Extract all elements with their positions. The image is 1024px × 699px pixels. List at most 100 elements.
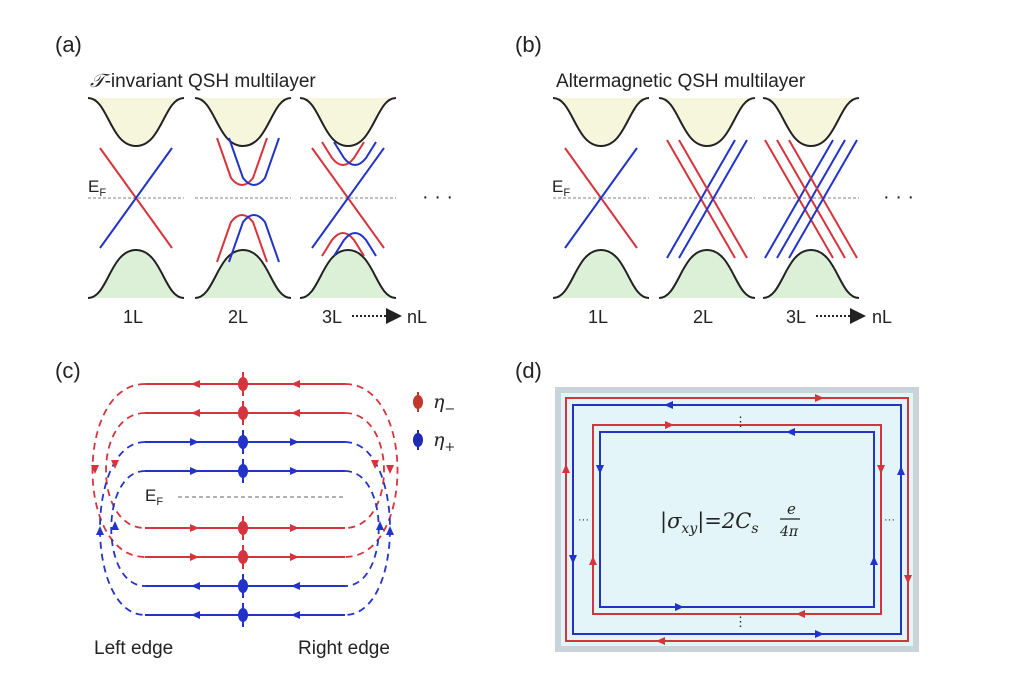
valence-band-fill xyxy=(763,250,859,298)
spin-marker xyxy=(238,550,248,564)
vertical-dots-bottom: ⋮ xyxy=(734,614,747,629)
loop-arrow-3 xyxy=(904,575,912,584)
layer-label-1L-a: 1L xyxy=(123,307,143,327)
formula-numerator: e xyxy=(787,500,796,518)
band-box-2L xyxy=(194,97,292,299)
valence-band-fill xyxy=(195,250,291,298)
dashed-arc-red-inner-left xyxy=(105,412,146,529)
panel-a-label: (a) xyxy=(55,32,82,57)
spin-marker xyxy=(238,608,248,622)
loop-arrow-12 xyxy=(786,428,795,436)
eta-plus-label: η+ xyxy=(433,429,455,455)
lower-branch-0 xyxy=(216,214,268,263)
fermi-level-label-a: EF xyxy=(88,177,106,199)
conduction-band-fill xyxy=(300,98,396,146)
edge-state-diagram xyxy=(91,372,399,627)
band-diagrams-b xyxy=(552,97,860,299)
spin-marker xyxy=(238,406,248,420)
channel-arrow-0 xyxy=(190,524,199,532)
panel-a-title-text: -invariant QSH multilayer xyxy=(105,71,317,92)
conduction-band xyxy=(762,97,860,148)
valence-band xyxy=(87,248,185,299)
edge-state-blue xyxy=(99,147,173,249)
panel-b-label: (b) xyxy=(515,32,542,57)
conduction-band-fill xyxy=(195,98,291,146)
conduction-band-fill xyxy=(553,98,649,146)
arc-arrow-0 xyxy=(91,465,99,474)
band-box-2L xyxy=(658,97,756,299)
band-box-1L xyxy=(552,97,650,299)
panel-c-label: (c) xyxy=(55,358,81,383)
loop-arrow-2 xyxy=(562,464,570,473)
arc-arrow-4 xyxy=(96,526,104,535)
edge-channel-0 xyxy=(145,372,345,396)
valence-band xyxy=(194,248,292,299)
band-diagrams-a xyxy=(87,97,397,299)
channel-arrow-0 xyxy=(190,553,199,561)
channel-arrow-0 xyxy=(191,409,200,417)
loop-arrow-9 xyxy=(796,610,805,618)
edge-channel-4 xyxy=(145,516,345,540)
formula-main: |σxy|=2Cs xyxy=(660,509,759,537)
eta-minus-label: η− xyxy=(433,391,455,417)
panel-c: (c) EF η− η+ Left edge Right edge xyxy=(55,358,455,659)
loop-arrow-14 xyxy=(596,465,604,474)
arc-arrow-3 xyxy=(371,460,379,469)
edge-channel-1 xyxy=(145,401,345,425)
band-box-3L xyxy=(762,97,860,299)
lower-branch-0 xyxy=(321,232,365,257)
edge-loop-1 xyxy=(572,404,902,635)
valence-band-fill xyxy=(88,250,184,298)
loop-arrow-6 xyxy=(569,555,577,564)
fermi-level-label-b: EF xyxy=(552,177,570,199)
channel-arrow-1 xyxy=(291,611,300,619)
vertical-dots-top: ⋮ xyxy=(734,414,747,429)
eta-plus-marker xyxy=(413,430,423,450)
layer-label-1L-b: 1L xyxy=(588,307,608,327)
channel-arrow-0 xyxy=(191,380,200,388)
channel-arrow-1 xyxy=(290,524,299,532)
band-box-3L xyxy=(299,97,397,299)
conduction-band xyxy=(552,97,650,148)
edge-state-blue-1 xyxy=(678,139,748,259)
conduction-band xyxy=(299,97,397,148)
layer-label-nL-a: nL xyxy=(407,307,427,327)
loop-arrow-5 xyxy=(815,630,824,638)
loop-arrow-10 xyxy=(589,556,597,565)
layer-label-nL-b: nL xyxy=(872,307,892,327)
upper-branch-0 xyxy=(216,137,268,186)
conduction-band-fill xyxy=(88,98,184,146)
hall-conductance-formula: |σxy|=2Cs e 4π xyxy=(660,500,800,540)
spin-marker xyxy=(238,579,248,593)
conduction-band xyxy=(658,97,756,148)
lower-branch-1 xyxy=(228,214,280,263)
channel-arrow-1 xyxy=(290,438,299,446)
channel-arrow-1 xyxy=(291,380,300,388)
layer-label-3L-b: 3L xyxy=(786,307,806,327)
spin-marker xyxy=(238,435,248,449)
panel-b-title: Altermagnetic QSH multilayer xyxy=(556,71,806,92)
spin-marker xyxy=(238,464,248,478)
right-edge-label: Right edge xyxy=(298,638,390,659)
valence-band-fill xyxy=(553,250,649,298)
edge-channel-5 xyxy=(145,545,345,569)
layer-label-3L-a: 3L xyxy=(322,307,342,327)
upper-branch-1 xyxy=(228,137,280,186)
panel-a: (a) 𝒯-invariant QSH multilayer EF · · · … xyxy=(55,32,453,327)
edge-loop-0 xyxy=(565,397,909,642)
edge-channel-7 xyxy=(145,603,345,627)
channel-arrow-0 xyxy=(191,582,200,590)
dashed-arc-blue-inner-left xyxy=(110,470,146,587)
loop-arrow-11 xyxy=(877,465,885,474)
edge-loop-3 xyxy=(599,431,875,608)
layer-label-2L-b: 2L xyxy=(693,307,713,327)
loop-arrow-15 xyxy=(870,556,878,565)
dashed-arc-red-outer-left xyxy=(91,383,146,558)
arc-arrow-1 xyxy=(111,460,119,469)
channel-arrow-1 xyxy=(290,553,299,561)
ellipsis-b: · · · xyxy=(883,186,914,208)
ellipsis-a: · · · xyxy=(422,186,453,208)
valence-band-fill xyxy=(659,250,755,298)
lower-branch-1 xyxy=(333,232,377,257)
